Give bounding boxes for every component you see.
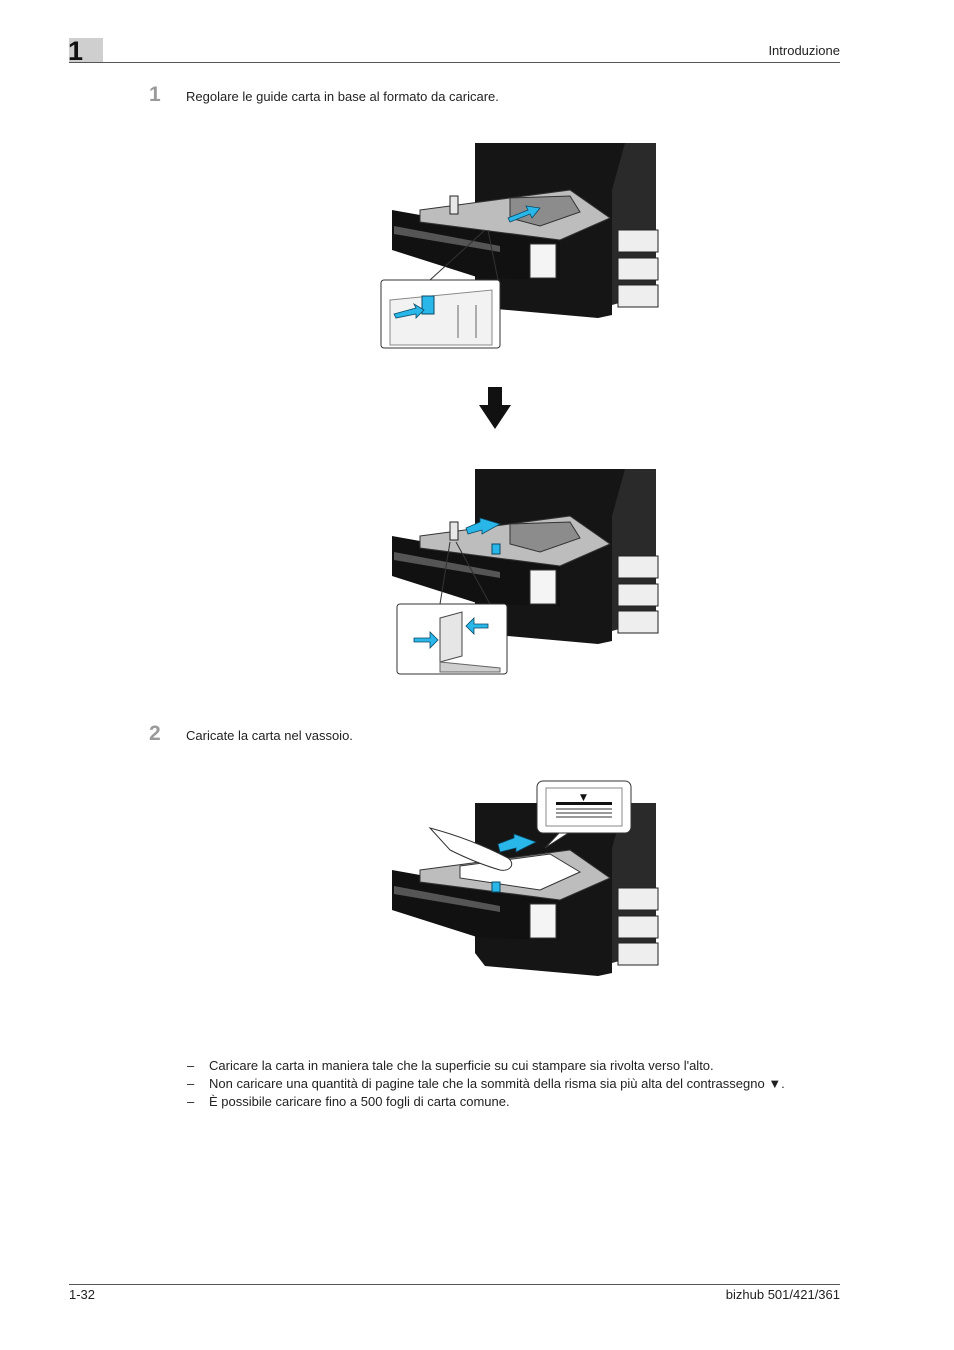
paper-loading-illustration: ▼ [392, 780, 659, 976]
chapter-tab [69, 38, 103, 62]
tray-guide-press-illustration [392, 469, 659, 675]
step-2-number: 2 [149, 722, 161, 745]
down-arrow-icon [479, 387, 511, 429]
notes-list: –Caricare la carta in maniera tale che l… [187, 1057, 785, 1111]
list-item: –Non caricare una quantità di pagine tal… [187, 1076, 785, 1091]
chapter-number: 1 [68, 36, 84, 66]
step-1-number: 1 [149, 83, 161, 106]
fill-mark-icon: ▼ [580, 793, 587, 803]
footer-rule [69, 1284, 840, 1285]
page-number: 1-32 [69, 1287, 96, 1302]
list-item: –Caricare la carta in maniera tale che l… [187, 1058, 714, 1073]
step-1-text: Regolare le guide carta in base al forma… [186, 89, 499, 104]
model-name: bizhub 501/421/361 [725, 1287, 840, 1302]
tray-guide-adjust-illustration [380, 143, 659, 349]
section-title: Introduzione [768, 43, 840, 58]
list-item: –È possibile caricare fino a 500 fogli d… [187, 1094, 510, 1109]
step-2-text: Caricate la carta nel vassoio. [186, 728, 353, 743]
header-rule [69, 62, 840, 63]
